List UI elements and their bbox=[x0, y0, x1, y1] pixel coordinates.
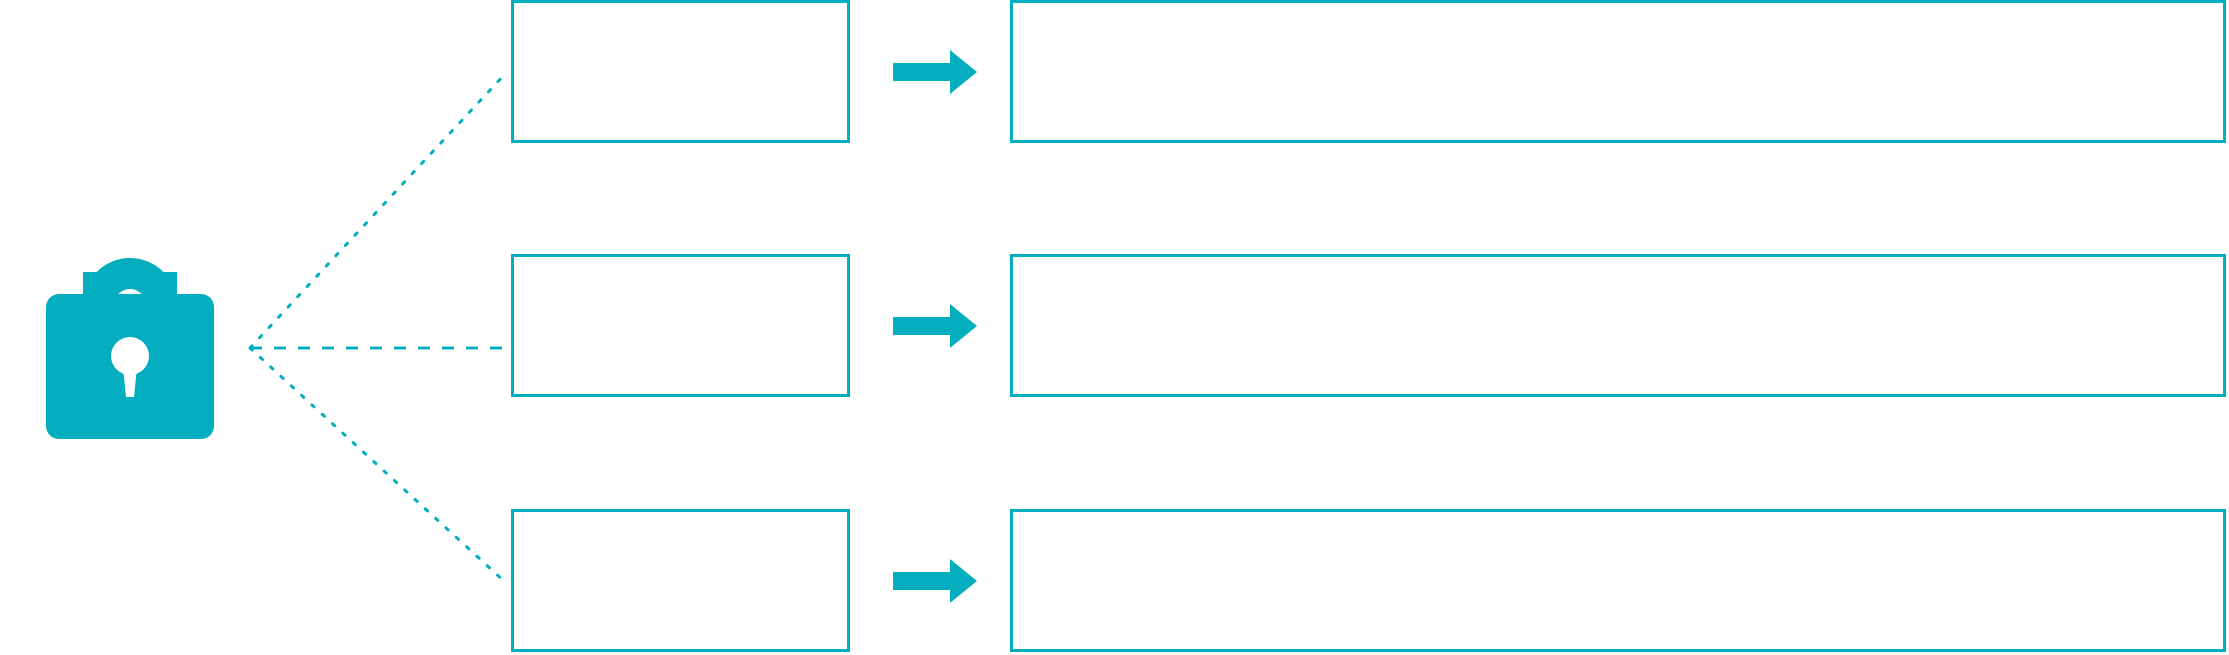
stage-box-wide[interactable] bbox=[1010, 0, 2226, 143]
arrow-right-icon bbox=[893, 304, 977, 348]
stage-box-wide-label bbox=[1013, 3, 2223, 23]
lock-icon bbox=[38, 210, 223, 445]
flow-row bbox=[0, 0, 2229, 143]
connector-line-row-3 bbox=[248, 346, 507, 584]
stage-box-wide-label bbox=[1013, 257, 2223, 277]
stage-box-small[interactable] bbox=[511, 509, 850, 652]
arrow-right-icon bbox=[893, 559, 977, 603]
stage-box-small-label bbox=[514, 3, 847, 23]
arrow-right-icon bbox=[893, 50, 977, 94]
flow-row bbox=[0, 254, 2229, 397]
stage-box-wide[interactable] bbox=[1010, 254, 2226, 397]
stage-box-wide-label bbox=[1013, 512, 2223, 532]
stage-box-small-label bbox=[514, 512, 847, 532]
stage-box-small[interactable] bbox=[511, 0, 850, 143]
stage-box-small[interactable] bbox=[511, 254, 850, 397]
flow-row bbox=[0, 509, 2229, 652]
stage-box-wide[interactable] bbox=[1010, 509, 2226, 652]
stage-box-small-label bbox=[514, 257, 847, 277]
connector-line-row-1 bbox=[248, 72, 507, 350]
